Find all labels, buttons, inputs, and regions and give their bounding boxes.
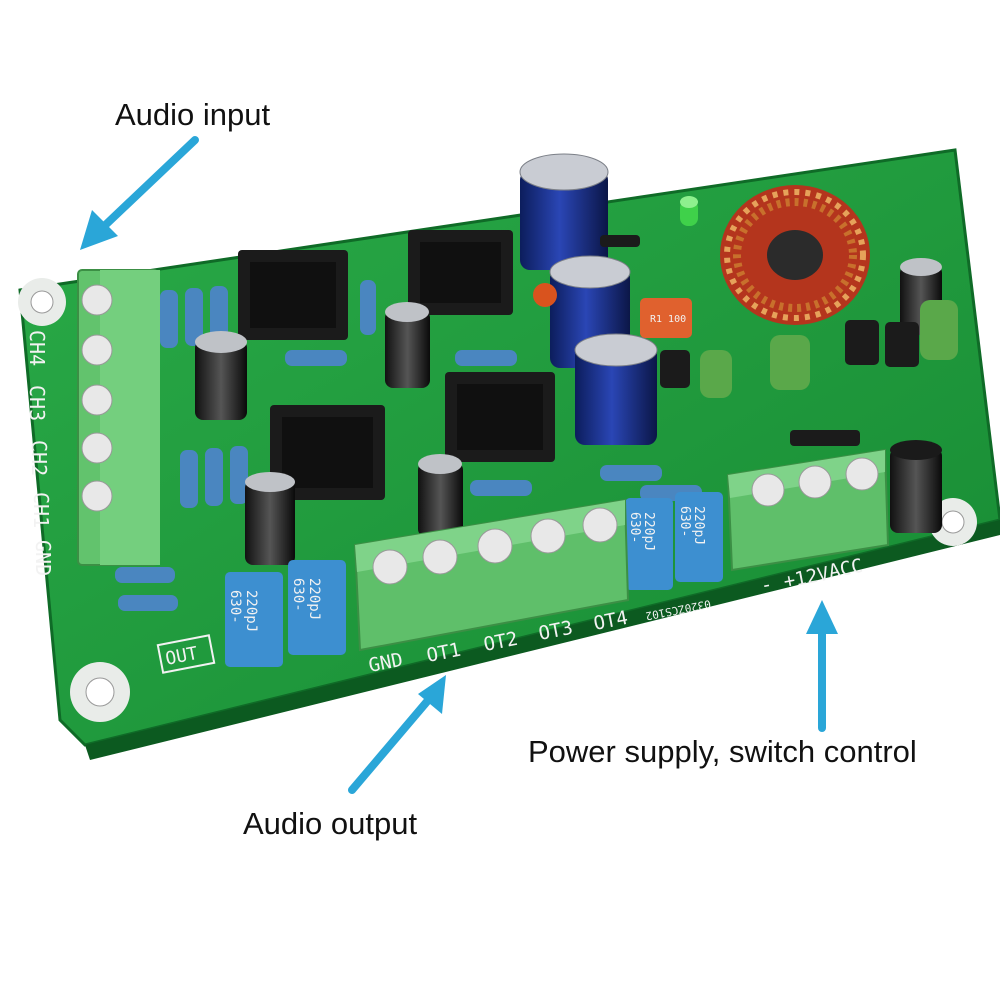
opamp-chip xyxy=(270,405,385,500)
resistor xyxy=(118,595,178,611)
led-indicator xyxy=(680,196,698,226)
silk-ch2: CH2 xyxy=(27,440,51,476)
toroidal-inductor xyxy=(720,185,870,325)
green-film-capacitor xyxy=(770,335,810,390)
resistor xyxy=(205,448,223,506)
silk-gnd: GND xyxy=(31,540,55,576)
callout-audio-input: Audio input xyxy=(115,97,271,132)
mounting-hole xyxy=(70,662,130,722)
film-capacitor-orange: R1 100 xyxy=(640,298,692,338)
film-capacitor: 220pJ 630- xyxy=(675,492,723,582)
film-capacitor: 220pJ 630- xyxy=(625,498,673,590)
electrolytic-capacitor xyxy=(385,302,430,388)
diode xyxy=(790,430,860,446)
electrolytic-capacitor xyxy=(890,440,942,533)
resistor xyxy=(285,350,347,366)
resistor xyxy=(210,286,228,344)
silk-ch3: CH3 xyxy=(25,385,49,421)
callout-power-supply: Power supply, switch control xyxy=(528,734,917,769)
arrow-audio-output xyxy=(348,675,446,794)
film-capacitor: 220pJ 630- xyxy=(288,560,346,655)
silk-minus: - xyxy=(759,573,774,597)
resistor-code: R1 100 xyxy=(650,314,686,325)
silk-ch1: CH1 xyxy=(29,492,53,528)
resistor xyxy=(600,465,662,481)
diode xyxy=(600,235,640,247)
resistor xyxy=(230,446,248,504)
opamp-chip xyxy=(445,372,555,462)
resistor xyxy=(470,480,532,496)
electrolytic-capacitor xyxy=(245,472,295,565)
transistor xyxy=(660,350,690,388)
resistor xyxy=(185,288,203,346)
cap-label: 220pJ xyxy=(691,506,706,545)
cap-label: 220pJ xyxy=(641,512,656,551)
resistor xyxy=(115,567,175,583)
resistor xyxy=(180,450,198,508)
cap-label: 630- xyxy=(677,506,692,537)
callout-audio-output: Audio output xyxy=(243,806,418,841)
opamp-chip xyxy=(238,250,348,340)
mounting-hole xyxy=(18,278,66,326)
film-capacitor: 220pJ 630- xyxy=(225,572,283,667)
green-film-capacitor xyxy=(920,300,958,360)
arrow-audio-input xyxy=(80,136,199,250)
green-film-capacitor xyxy=(700,350,732,398)
input-terminal-block xyxy=(77,269,160,566)
opamp-chip xyxy=(408,230,513,315)
silk-ch4: CH4 xyxy=(25,330,49,366)
resistor xyxy=(360,280,376,335)
cap-label: 630- xyxy=(290,578,306,612)
electrolytic-capacitor xyxy=(519,153,609,270)
cap-label: 630- xyxy=(227,590,243,624)
cap-label: 220pJ xyxy=(243,590,259,632)
transistor xyxy=(845,320,879,365)
cap-label: 630- xyxy=(627,512,642,543)
ceramic-capacitor xyxy=(533,283,557,307)
electrolytic-capacitor xyxy=(418,454,463,537)
cap-label: 220pJ xyxy=(306,578,322,620)
arrow-power-supply xyxy=(806,600,838,732)
electrolytic-capacitor xyxy=(195,331,247,420)
output-terminal-block xyxy=(353,498,630,652)
transistor xyxy=(885,322,919,367)
power-terminal-block xyxy=(726,448,890,572)
resistor xyxy=(455,350,517,366)
electrolytic-capacitor xyxy=(574,333,658,445)
pcb-edge xyxy=(85,520,1000,760)
resistor xyxy=(160,290,178,348)
